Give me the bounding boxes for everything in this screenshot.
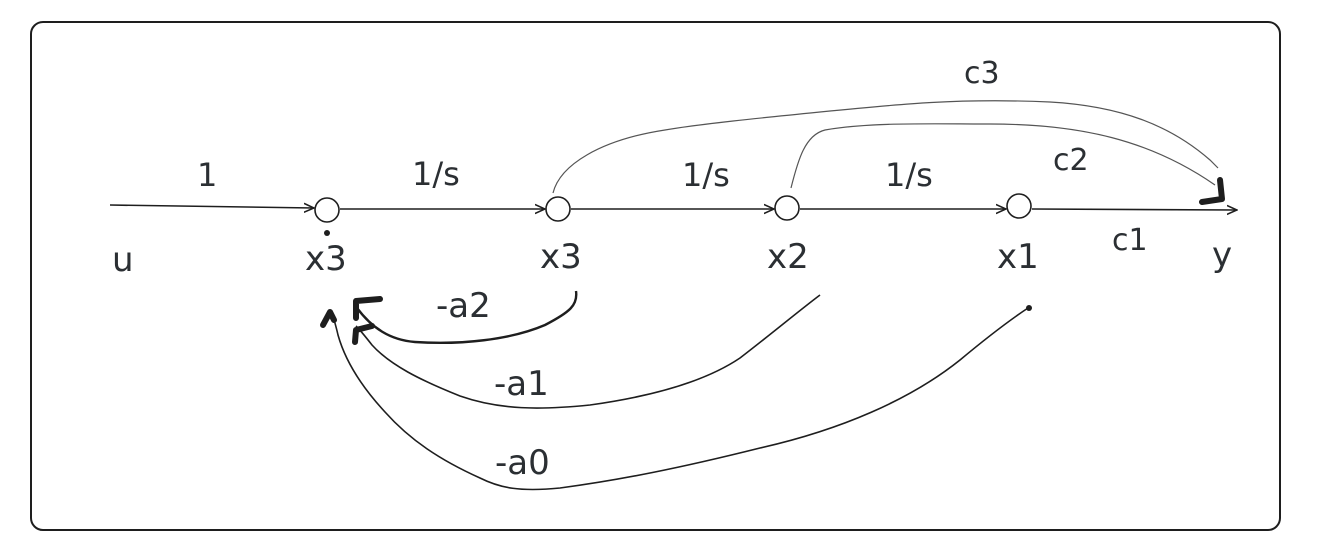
derivative-dot [324,230,330,236]
edge-x1-to-x3dot-a0 [332,307,1029,491]
forward-path [109,205,1237,210]
feedback-start-dot-x1 [1026,305,1032,311]
gain-feedback-a0: -a0 [495,443,550,483]
edge-x3-to-y-c3 [552,100,1219,194]
node-x2 [774,195,800,221]
nodes [314,193,1032,223]
gain-x3-to-x2: 1/s [682,156,730,194]
feedforward-paths [552,100,1219,194]
gain-x2-to-y: c2 [1053,143,1089,178]
gain-feedback-a1: -a1 [494,364,549,404]
node-x3dot [314,197,340,223]
gain-x3dot-to-x3: 1/s [412,155,460,193]
edge-x3-to-x3dot-a2 [356,290,578,345]
gain-x2-to-x1: 1/s [885,156,933,194]
feedback-paths [332,290,1029,491]
edge-x2-to-x3dot-a1 [355,294,821,409]
edge-x1-to-y [1031,209,1237,210]
gain-x3-to-y: c3 [964,56,1000,91]
node-x1 [1006,193,1032,219]
node-x3 [545,196,571,222]
arrowhead-a0 [320,309,337,328]
gain-x1-to-y: c1 [1112,223,1148,258]
label-node-x1: x1 [997,237,1039,277]
label-node-x2: x2 [767,237,809,277]
label-node-x3: x3 [540,237,582,277]
label-node-x3dot: x3 [305,239,347,279]
arrowhead-into-y [1199,177,1225,205]
gain-feedback-a2: -a2 [436,286,491,326]
edge-x2-to-y-c2 [790,123,1216,189]
gain-u-to-x3dot: 1 [197,156,217,194]
diagram-frame [30,21,1281,531]
arrowhead-a2 [353,296,383,321]
label-input-u: u [112,240,134,280]
labels: u x3 x3 x2 x1 y 1 1/s 1/s 1/s c1 c3 c2 -… [112,56,1232,483]
arrowhead-a1 [352,323,375,345]
edge-u-to-x3dot [109,205,314,208]
label-output-y: y [1212,235,1232,275]
feedback-arrowheads [320,296,383,345]
